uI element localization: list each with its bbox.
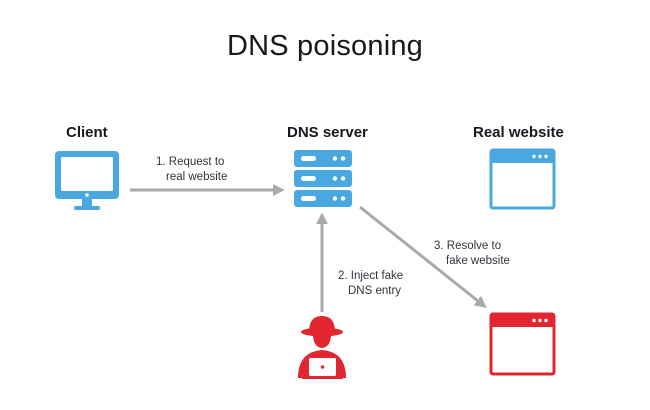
- step-1-line-1: 1. Request to: [156, 156, 225, 168]
- step-1-line-2: real website: [166, 171, 228, 183]
- browser-window-icon: [489, 148, 556, 210]
- arrow-dns-to-fake-website: [359, 205, 487, 308]
- fake-browser-window-icon: [489, 312, 556, 376]
- step-3-line-2: fake website: [446, 255, 510, 267]
- monitor-icon: [55, 151, 119, 210]
- step-3-label: 3. Resolve to fake website: [434, 239, 510, 269]
- dns-server-label: DNS server: [287, 124, 368, 141]
- step-2-line-2: DNS entry: [348, 285, 402, 297]
- diagram-title: DNS poisoning: [226, 30, 424, 62]
- client-label: Client: [66, 124, 108, 141]
- step-1-label: 1. Request to real website: [156, 155, 227, 185]
- step-3-line-1: 3. Resolve to: [434, 240, 502, 252]
- step-2-label: 2. Inject fake DNS entry: [338, 269, 403, 299]
- hacker-icon: [298, 316, 346, 379]
- real-website-label: Real website: [473, 124, 564, 141]
- step-2-line-1: 2. Inject fake: [338, 270, 404, 282]
- server-stack-icon: [294, 150, 352, 207]
